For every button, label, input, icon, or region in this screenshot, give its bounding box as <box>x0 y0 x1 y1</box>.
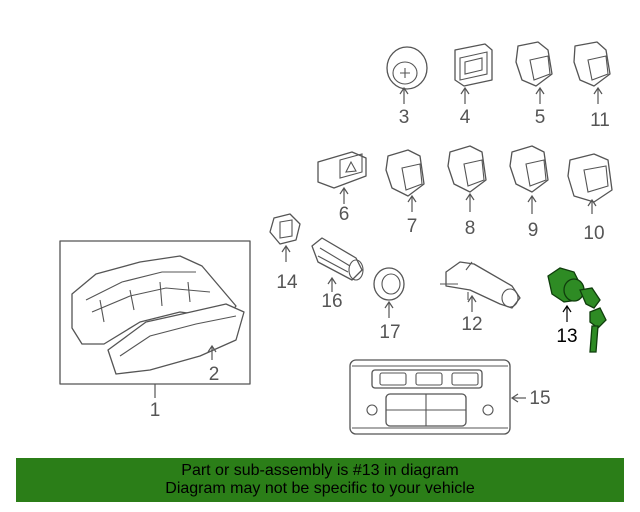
callout-11: 11 <box>590 110 610 131</box>
callout-17: 17 <box>379 322 400 343</box>
callout-12: 12 <box>461 314 482 335</box>
part-7-switch: 7 <box>385 149 425 237</box>
callout-15: 15 <box>529 388 550 409</box>
banner-line-2: Diagram may not be specific to your vehi… <box>165 480 475 497</box>
part-5-switch: 5 <box>515 41 553 128</box>
part-8-switch: 8 <box>447 145 487 239</box>
part-9-switch: 9 <box>509 145 549 241</box>
callout-5: 5 <box>535 107 546 128</box>
callout-3: 3 <box>399 107 410 128</box>
callout-4: 4 <box>460 107 471 128</box>
callout-2: 2 <box>209 364 220 385</box>
part-1-instrument-cluster-box: 2 1 <box>59 240 251 421</box>
callout-9: 9 <box>528 220 539 241</box>
callout-6: 6 <box>339 204 350 225</box>
part-17-knob: 17 <box>373 267 405 343</box>
part-6-hazard-switch: 6 <box>317 151 367 225</box>
banner-line-1: Part or sub-assembly is #13 in diagram <box>181 462 459 479</box>
part-3-knob: 3 <box>386 46 428 128</box>
callout-1: 1 <box>150 400 161 421</box>
callout-7: 7 <box>407 216 418 237</box>
callout-16: 16 <box>321 291 342 312</box>
part-11-switch: 11 <box>573 41 611 131</box>
callout-8: 8 <box>465 218 476 239</box>
callout-10: 10 <box>583 223 604 244</box>
part-15-climate-control-panel: 15 <box>349 359 551 435</box>
callout-13: 13 <box>556 326 577 347</box>
callout-14: 14 <box>276 272 298 293</box>
part-14-cap: 14 <box>269 213 301 293</box>
part-13-lock-cylinder-highlighted: 13 <box>547 267 607 353</box>
part-10-switch: 10 <box>567 153 613 244</box>
part-4-switch: 4 <box>454 43 493 128</box>
part-12-ignition-housing: 12 <box>440 261 521 335</box>
info-banner: Part or sub-assembly is #13 in diagram D… <box>16 458 624 502</box>
part-16-socket: 16 <box>311 237 364 312</box>
